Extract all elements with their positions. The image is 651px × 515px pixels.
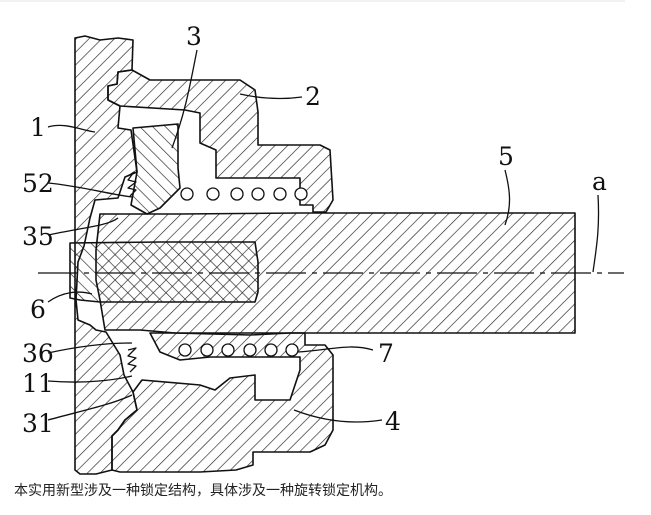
- label-36: 36: [22, 339, 54, 368]
- label-7: 7: [378, 339, 394, 368]
- label-52: 52: [22, 169, 54, 198]
- part-4-cover: [111, 332, 334, 473]
- label-a: a: [592, 167, 607, 196]
- label-5: 5: [498, 142, 514, 171]
- spring-upper: [180, 187, 308, 201]
- label-11: 11: [22, 369, 54, 398]
- teeth-lower: [127, 347, 137, 373]
- label-3: 3: [186, 22, 202, 51]
- spring-lower: [178, 343, 299, 357]
- part-2-cover: [107, 69, 334, 213]
- label-4: 4: [385, 407, 401, 436]
- caption-text: 本实用新型涉及一种锁定结构，具体涉及一种旋转锁定机构。: [14, 483, 392, 499]
- label-6: 6: [30, 295, 46, 324]
- label-2: 2: [305, 82, 321, 111]
- part-6-pin: [69, 241, 259, 303]
- label-35: 35: [22, 222, 54, 251]
- label-1: 1: [30, 113, 46, 142]
- label-31: 31: [22, 409, 54, 438]
- teeth-upper: [127, 171, 137, 197]
- leader-lines: [47, 49, 600, 423]
- part-3-ring: [130, 123, 181, 215]
